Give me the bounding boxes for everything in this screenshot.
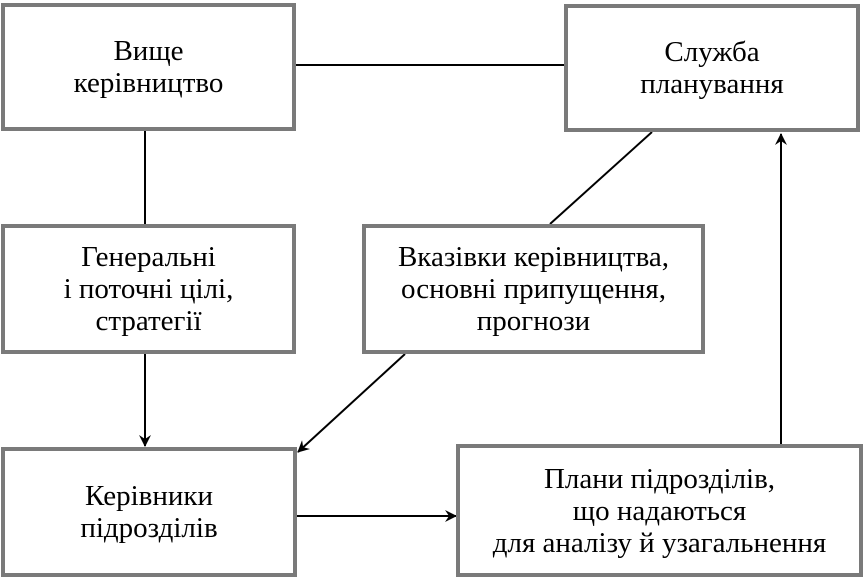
division-plans-box: Плани підрозділів, що надаються для анал… xyxy=(456,444,863,577)
goals-strategies-line-2: і поточні цілі, xyxy=(63,273,234,305)
instructions-line-1: Вказівки керівництва, xyxy=(397,241,670,273)
division-plans-line-2: що надаються xyxy=(572,494,747,527)
arrow-instructions-to-managers xyxy=(297,353,406,453)
planning-service-line-1: Служба xyxy=(664,36,760,68)
instructions-box: Вказівки керівництва, основні припущення… xyxy=(362,224,705,354)
top-management-line-2: керівництво xyxy=(73,67,224,99)
top-management-line-1: Вище xyxy=(113,35,184,67)
division-managers-line-1: Керівники xyxy=(84,480,213,512)
goals-strategies-box: Генеральні і поточні цілі, стратегії xyxy=(1,224,296,354)
top-management-box: Вище керівництво xyxy=(1,3,296,131)
goals-strategies-line-1: Генеральні xyxy=(81,241,216,273)
division-managers-box: Керівники підрозділів xyxy=(1,447,297,577)
planning-service-line-2: планування xyxy=(640,68,784,100)
goals-strategies-line-3: стратегії xyxy=(95,305,202,337)
planning-service-box: Служба планування xyxy=(564,4,860,132)
division-plans-line-3: для аналізу й узагальнення xyxy=(492,526,827,559)
instructions-line-2: основні припущення, xyxy=(400,273,667,305)
division-plans-line-1: Плани підрозділів, xyxy=(543,462,776,495)
instructions-line-3: прогнози xyxy=(476,305,591,337)
division-managers-line-2: підрозділів xyxy=(80,512,218,544)
line-planning-instructions xyxy=(549,131,653,225)
